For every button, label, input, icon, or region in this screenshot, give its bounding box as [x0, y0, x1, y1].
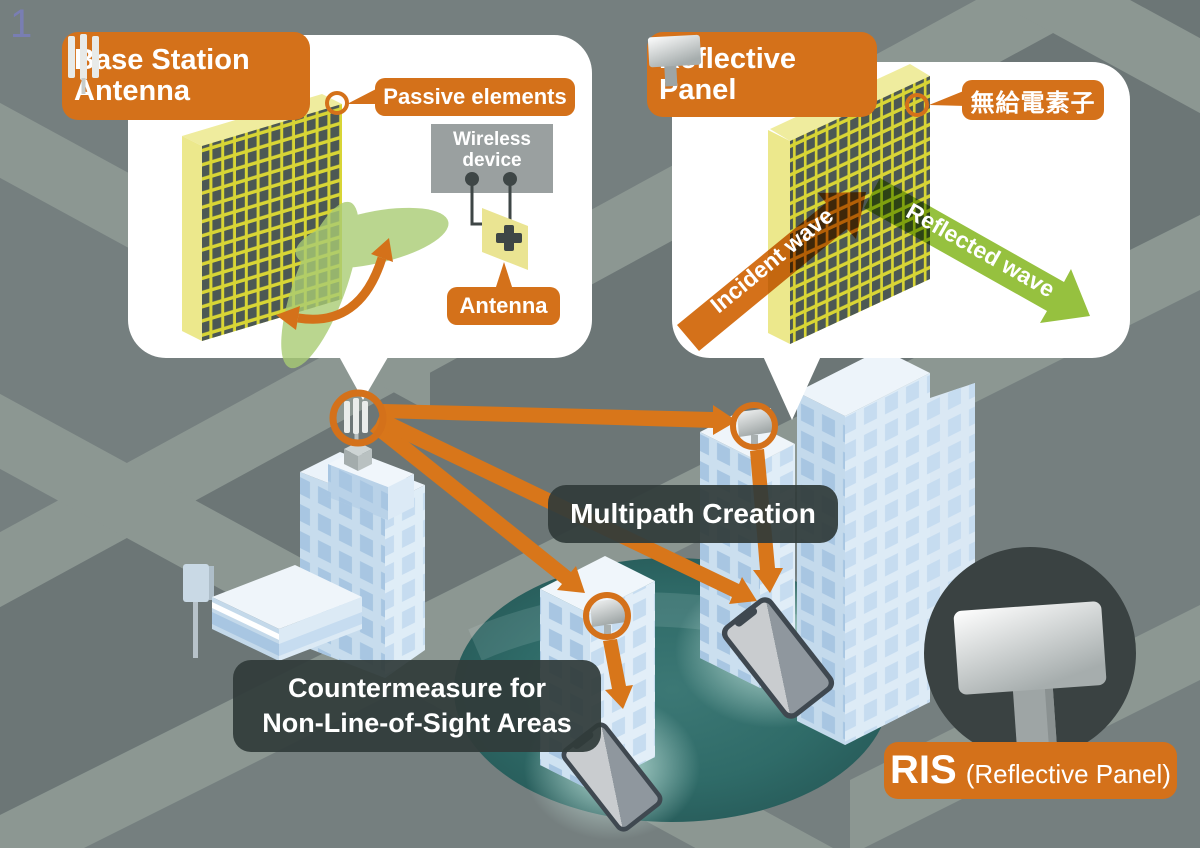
passive-elements-label: Passive elements	[375, 78, 575, 116]
passive-element-highlight-ring	[325, 91, 349, 115]
beam-steering-arrow	[297, 256, 387, 324]
multipath-creation-label: Multipath Creation	[548, 485, 838, 543]
base-station-antenna-icon	[68, 34, 99, 94]
base-station-title-line2: Antenna	[74, 75, 190, 107]
phone-notch	[733, 605, 758, 627]
beam-to-reflective-panel	[383, 404, 737, 435]
smartphone	[721, 597, 835, 719]
wireless-device-line1: Wireless	[453, 129, 531, 150]
ris-subtitle: (Reflective Panel)	[965, 759, 1171, 789]
wireless-device-box	[431, 124, 553, 193]
device-port	[465, 172, 479, 186]
base-station-title-line1: Base Station	[74, 44, 250, 77]
scene-highlights	[329, 389, 778, 640]
reflective-panel-icon	[647, 34, 702, 87]
wireless-device-label: Wireless device	[431, 129, 553, 172]
ris-spotlight	[924, 547, 1136, 759]
wireless-device-line2: device	[462, 150, 522, 172]
shop-sign	[183, 564, 209, 602]
reflected-beam-to-phone	[603, 639, 633, 709]
ris-panel-illustration	[953, 601, 1107, 758]
page-number: 1	[10, 2, 33, 46]
reflected-wave-arrow	[864, 178, 1090, 323]
ris-title: RIS	[890, 748, 957, 792]
base-station-panel-diagram	[182, 88, 553, 369]
base-station-antenna-marker	[329, 389, 387, 447]
reflective-panel-marker	[583, 592, 631, 640]
passive-elements-jp-label: 無給電素子	[962, 80, 1104, 120]
antenna-label: Antenna	[447, 287, 560, 325]
base-station-title-label: Base Station Antenna	[62, 32, 310, 120]
beam-lobes	[281, 201, 449, 369]
bubble-tail	[758, 345, 826, 420]
countermeasure-label: Countermeasure for Non-Line-of-Sight Are…	[233, 660, 601, 752]
incident-wave-arrow	[677, 192, 866, 351]
countermeasure-line2: Non-Line-of-Sight Areas	[262, 708, 572, 738]
passive-element-highlight-ring	[905, 93, 929, 117]
ris-label: RIS (Reflective Panel)	[884, 742, 1177, 799]
reflective-panel-title-label: Reflective Panel	[647, 32, 877, 117]
reflective-panel-marker	[730, 402, 778, 450]
shop-building	[183, 564, 362, 661]
beam-to-nlos-panel	[370, 419, 585, 593]
countermeasure-line1: Countermeasure for	[287, 672, 547, 703]
device-port	[503, 172, 517, 186]
